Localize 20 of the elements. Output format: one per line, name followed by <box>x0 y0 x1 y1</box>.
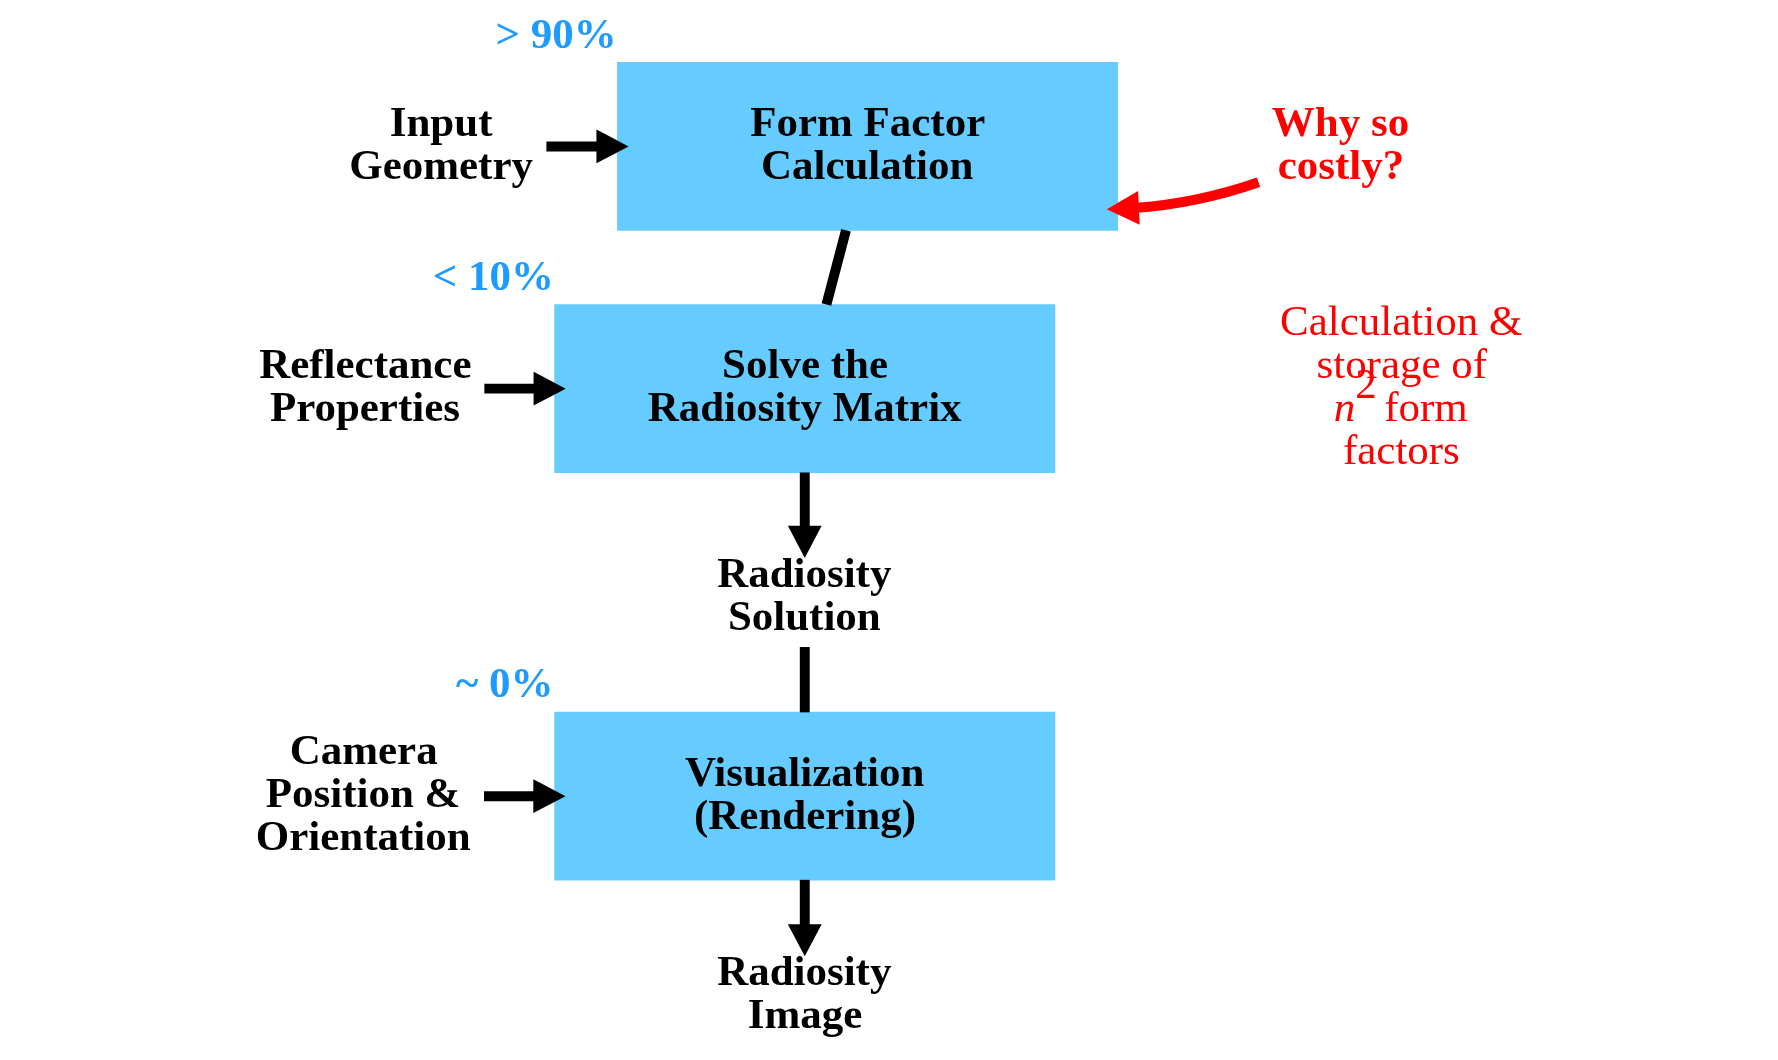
node-text: Input Geometry <box>348 98 533 189</box>
node-text: Why so costly? <box>1271 98 1409 189</box>
arrow <box>483 371 566 406</box>
node-box: Visualization (Rendering) <box>553 711 1055 881</box>
arrow <box>1106 177 1260 225</box>
node-text: Reflectance Properties <box>258 340 471 431</box>
node-text: Radiosity Image <box>716 947 891 1038</box>
arrow <box>545 129 629 164</box>
node-text: Camera Position & Orientation <box>255 726 471 860</box>
connector <box>821 229 851 306</box>
node-label: ~ 0% <box>455 659 553 707</box>
node-box: Solve the Radiosity Matrix <box>553 304 1055 473</box>
connector <box>799 647 810 713</box>
node-label: < 10% <box>432 251 554 299</box>
node-box: Form Factor Calculation <box>616 62 1118 231</box>
arrow <box>787 472 822 558</box>
node-text: Radiosity Solution <box>716 548 891 639</box>
arrow <box>483 779 565 814</box>
arrow <box>787 879 822 957</box>
node-label: > 90% <box>495 9 617 57</box>
